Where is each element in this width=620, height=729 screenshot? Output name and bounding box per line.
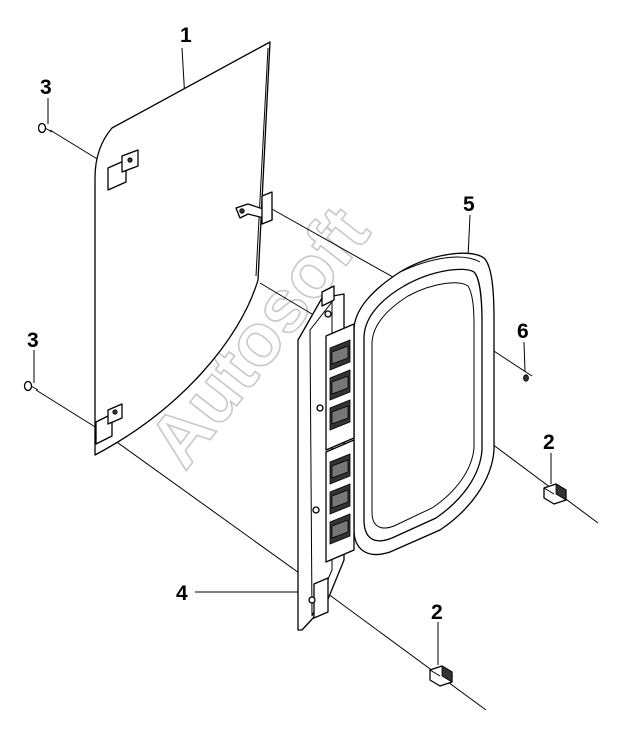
callout-5: 5 bbox=[463, 193, 475, 216]
callout-6: 6 bbox=[517, 320, 529, 343]
callout-2-bottom: 2 bbox=[431, 601, 443, 624]
glass-panel bbox=[94, 41, 273, 456]
track-rail bbox=[297, 285, 355, 631]
callout-2-right: 2 bbox=[543, 431, 555, 454]
screw-bottom bbox=[23, 380, 39, 392]
callout-4: 4 bbox=[176, 582, 188, 605]
screw-top bbox=[37, 122, 53, 134]
seal-frame bbox=[353, 252, 495, 556]
screw-small bbox=[523, 374, 529, 382]
callout-3-bottom: 3 bbox=[27, 329, 39, 352]
plug-bottom bbox=[429, 665, 453, 687]
callout-1: 1 bbox=[180, 24, 192, 47]
assembly-lines bbox=[33, 47, 599, 711]
callout-3-top: 3 bbox=[40, 76, 52, 99]
plug-right bbox=[543, 483, 567, 505]
